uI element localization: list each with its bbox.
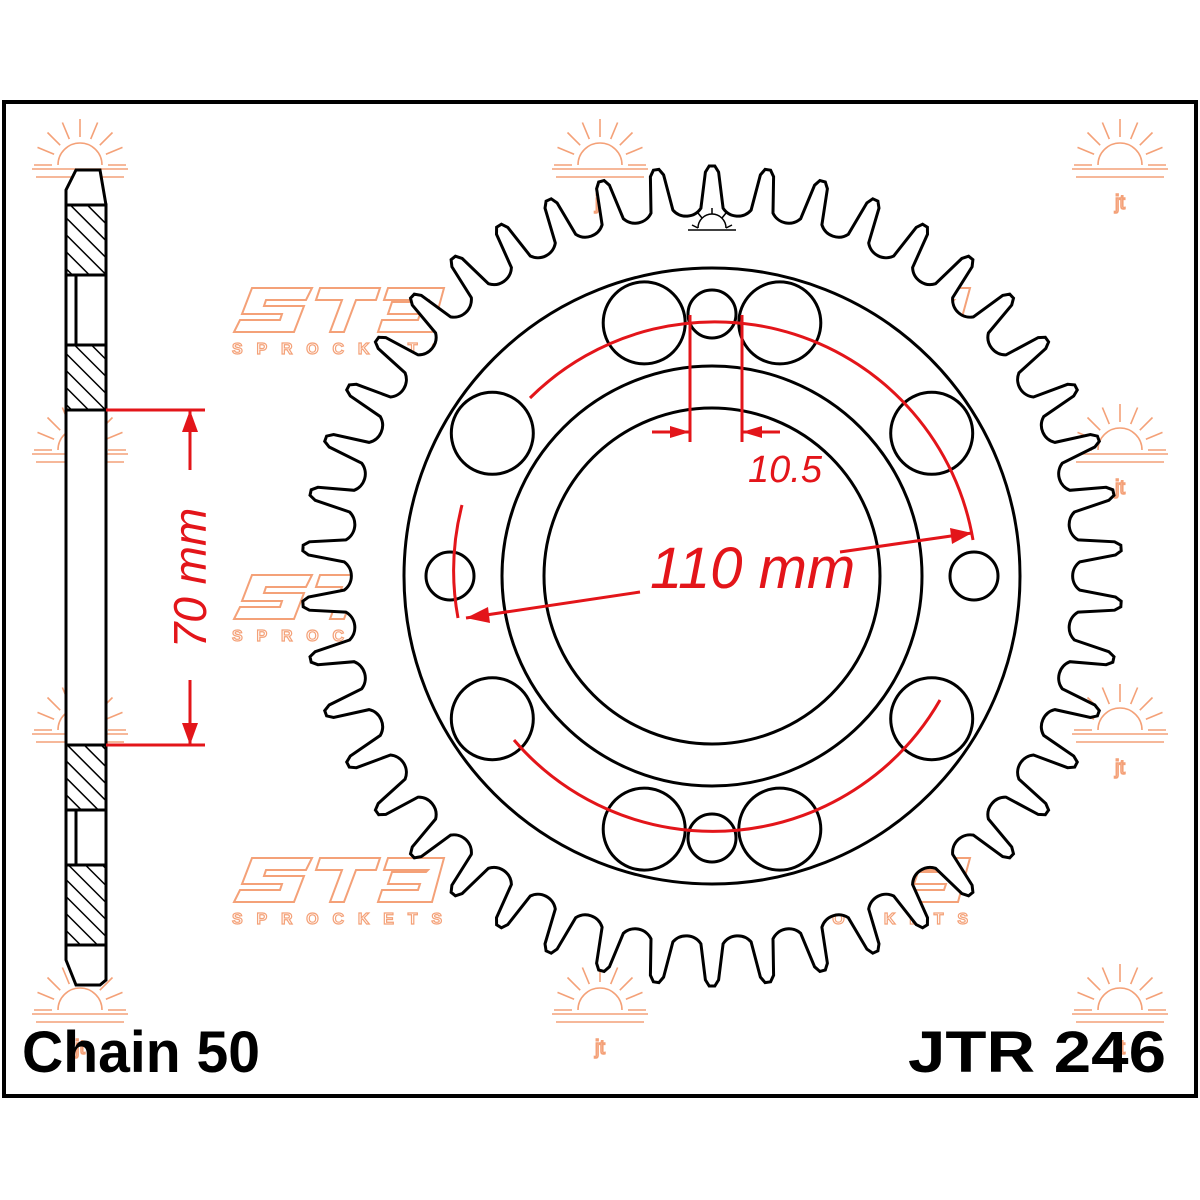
- watermark-logo-glyph: jt: [1114, 477, 1125, 499]
- hatch-section-3: [64, 743, 108, 812]
- pcd-dimension: [452, 320, 975, 833]
- offset-dimension-label: 70 mm: [164, 508, 216, 649]
- hatch-section-2: [64, 343, 108, 412]
- bolt-hole: [948, 550, 1000, 602]
- inner-hub-ring: [500, 364, 924, 788]
- watermark-logo-glyph: jt: [1114, 192, 1125, 214]
- hatch-section-4: [64, 863, 108, 947]
- sprocket-front-view: [301, 164, 1123, 988]
- large-lightening-hole: [889, 390, 975, 476]
- watermark-sun-logo: jt: [1072, 684, 1168, 780]
- watermark-logo-glyph: jt: [1114, 1037, 1125, 1059]
- bolt-hole: [686, 288, 738, 340]
- watermark-logo-glyph: jt: [74, 1037, 85, 1059]
- offset-dimension: [106, 408, 205, 747]
- large-lightening-hole: [601, 280, 687, 366]
- watermark-brand-text: SPROCKETS: [232, 911, 444, 928]
- side-profile-outline: [64, 168, 108, 987]
- pcd-dimension-label: 110 mm: [650, 536, 855, 601]
- outer-ring: [402, 266, 1022, 886]
- sprocket-logo-mark: [688, 208, 736, 231]
- watermark-sun-logo: jt: [1072, 119, 1168, 215]
- part-number-label: JTR 246: [908, 1020, 1166, 1085]
- watermark-logo-glyph: jt: [594, 1037, 605, 1059]
- large-lightening-hole: [449, 676, 535, 762]
- bolt-hole: [424, 550, 476, 602]
- bolt-hole-dimension: [652, 315, 780, 442]
- large-lightening-hole: [889, 676, 975, 762]
- large-lightening-hole: [449, 390, 535, 476]
- sprocket-teeth-outline: [301, 164, 1123, 988]
- watermark-logo-glyph: jt: [1114, 757, 1125, 779]
- hatch-section-1: [64, 203, 108, 277]
- bolt-hole-dimension-label: 10.5: [748, 449, 823, 491]
- center-bore: [542, 406, 882, 746]
- chain-label: Chain 50: [22, 1020, 260, 1085]
- pcd-label-text: 110 mm: [650, 536, 855, 601]
- sprocket-side-profile: [64, 168, 108, 987]
- watermark-brand-logo: SPROCKETS: [231, 857, 446, 929]
- watermark-sun-logo: jt: [1072, 964, 1168, 1060]
- bolt-hole: [686, 812, 738, 864]
- watermark-sun-logo: jt: [552, 964, 648, 1060]
